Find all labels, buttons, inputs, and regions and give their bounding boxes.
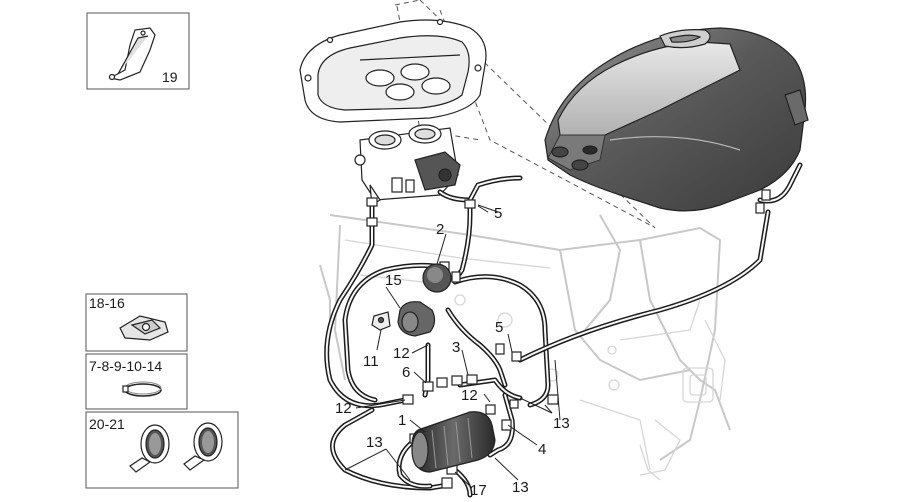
kit-box-7-8-9-10-14: 7-8-9-10-14: [85, 353, 188, 410]
airbox: [299, 18, 487, 123]
kit-box-19: 19: [86, 12, 190, 90]
callout-5-top: 5: [494, 205, 502, 222]
kit-box-18-16: 18-16: [85, 293, 188, 352]
callout-6: 6: [402, 364, 410, 381]
fuel-hoses: [324, 162, 803, 498]
callout-4: 4: [538, 441, 546, 458]
part-11-bracket: [371, 311, 391, 331]
callout-13-right: 13: [553, 415, 570, 432]
callout-5-mid: 5: [495, 319, 503, 336]
frame-outline: [319, 214, 731, 481]
callout-1: 1: [398, 412, 406, 429]
callout-15: 15: [385, 272, 402, 289]
callout-13-bottom: 13: [512, 479, 529, 496]
kit-label-7-8-9-10-14: 7-8-9-10-14: [89, 358, 162, 374]
kit-label-18-16: 18-16: [89, 295, 125, 311]
leader-lines: [344, 204, 561, 489]
part-2-cap: [422, 263, 452, 293]
kit-label-20-21: 20-21: [89, 416, 125, 432]
kit-box-20-21: 20-21: [85, 411, 239, 489]
callout-2: 2: [436, 221, 444, 238]
callout-13-left: 13: [366, 434, 383, 451]
callout-11: 11: [363, 353, 379, 370]
fuel-tank: [544, 27, 809, 212]
callout-12-mid: 12: [393, 345, 410, 362]
part-1-fuel-filter: [411, 411, 496, 473]
callout-17: 17: [470, 482, 487, 499]
callout-3: 3: [452, 339, 460, 356]
callout-12-right: 12: [461, 387, 478, 404]
kit-label-19: 19: [162, 69, 178, 85]
part-15-canister: [397, 301, 436, 337]
callout-12-left: 12: [335, 400, 352, 417]
